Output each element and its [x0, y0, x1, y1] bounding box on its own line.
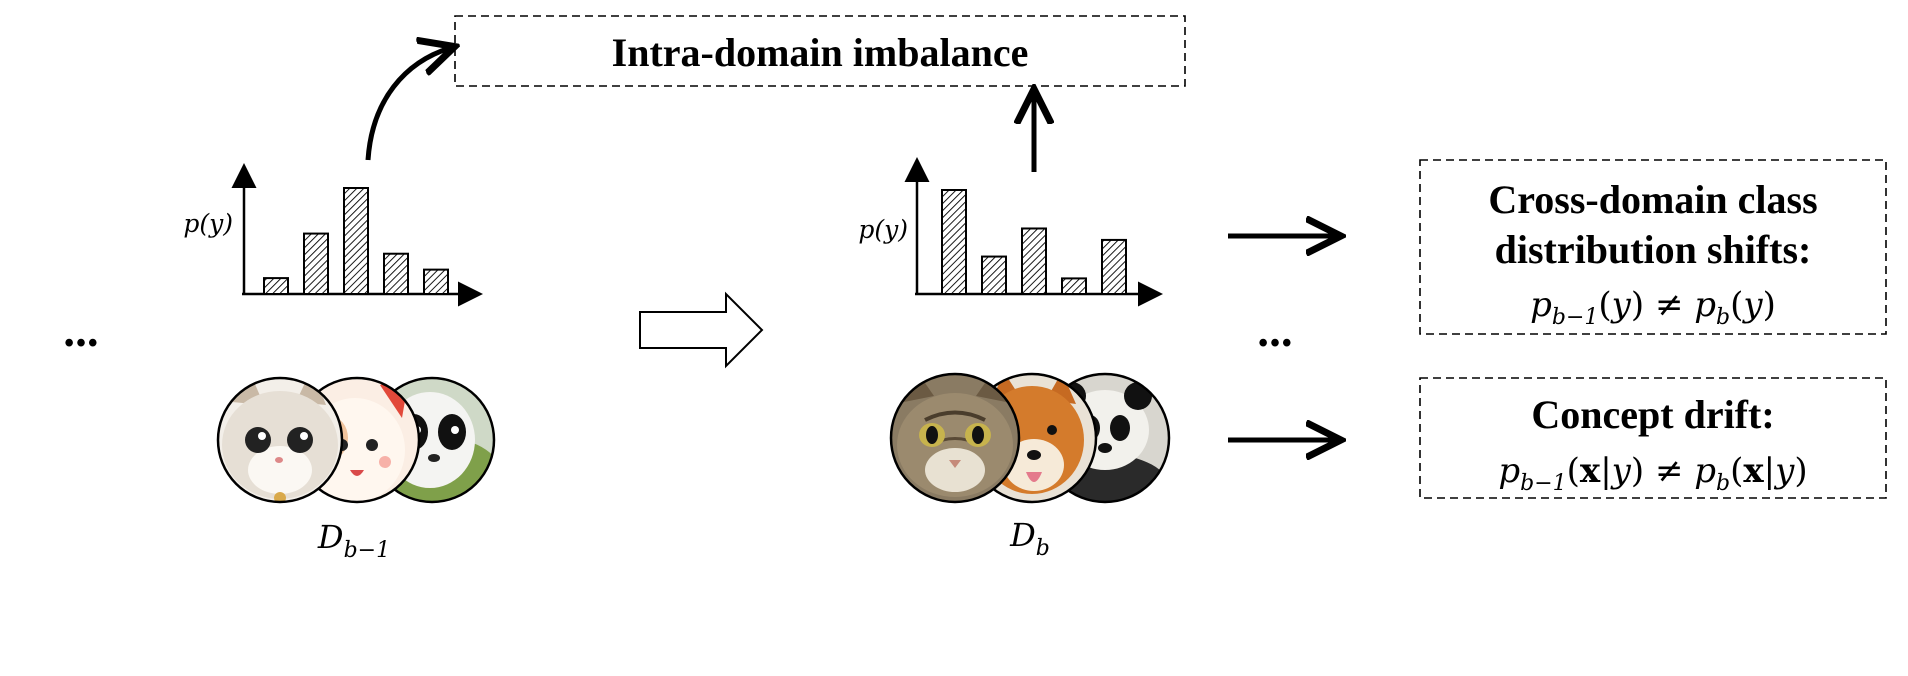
concept-drift-formula: pb−1(x|y) ≠ pb(x|y)	[1498, 451, 1807, 496]
concept-drift-box: Concept drift: pb−1(x|y) ≠ pb(x|y)	[1419, 377, 1887, 499]
left-bars	[263, 187, 449, 296]
left-histogram: p(y)	[183, 163, 483, 307]
left-bar-2	[303, 232, 329, 295]
left-image-group	[216, 376, 496, 504]
left-bar-4	[383, 252, 409, 295]
ellipsis-middle: •••	[1258, 328, 1293, 359]
right-bar-4	[1061, 277, 1087, 295]
left-bar-1	[263, 277, 289, 296]
right-bar-1	[941, 189, 967, 295]
right-domain-label: Db	[1009, 516, 1050, 561]
transition-arrow	[639, 291, 764, 369]
left-ylabel: p(y)	[183, 209, 233, 238]
right-ylabel: p(y)	[858, 215, 908, 244]
photo-cat-image	[891, 374, 1019, 502]
intra-domain-label: Intra-domain imbalance	[612, 30, 1029, 75]
cross-domain-formula: pb−1(y) ≠ pb(y)	[1530, 285, 1776, 330]
cross-domain-line2: distribution shifts:	[1495, 227, 1812, 272]
cross-domain-box: Cross-domain class distribution shifts: …	[1419, 159, 1887, 335]
right-bar-2	[981, 255, 1007, 295]
left-bar-3	[343, 187, 369, 295]
ellipsis-left: •••	[64, 328, 99, 359]
right-histogram: p(y)	[858, 157, 1163, 307]
left-domain-label: Db−1	[317, 518, 390, 563]
cross-domain-line1: Cross-domain class	[1488, 177, 1817, 222]
right-bar-5	[1101, 238, 1127, 295]
intra-domain-box: Intra-domain imbalance	[454, 15, 1186, 87]
right-bar-3	[1021, 227, 1047, 295]
left-bar-5	[423, 268, 449, 295]
cartoon-cat-image	[218, 378, 342, 502]
concept-drift-title: Concept drift:	[1531, 392, 1774, 437]
curved-arrow	[365, 48, 450, 161]
right-image-group	[889, 372, 1171, 504]
right-bars	[941, 189, 1127, 295]
